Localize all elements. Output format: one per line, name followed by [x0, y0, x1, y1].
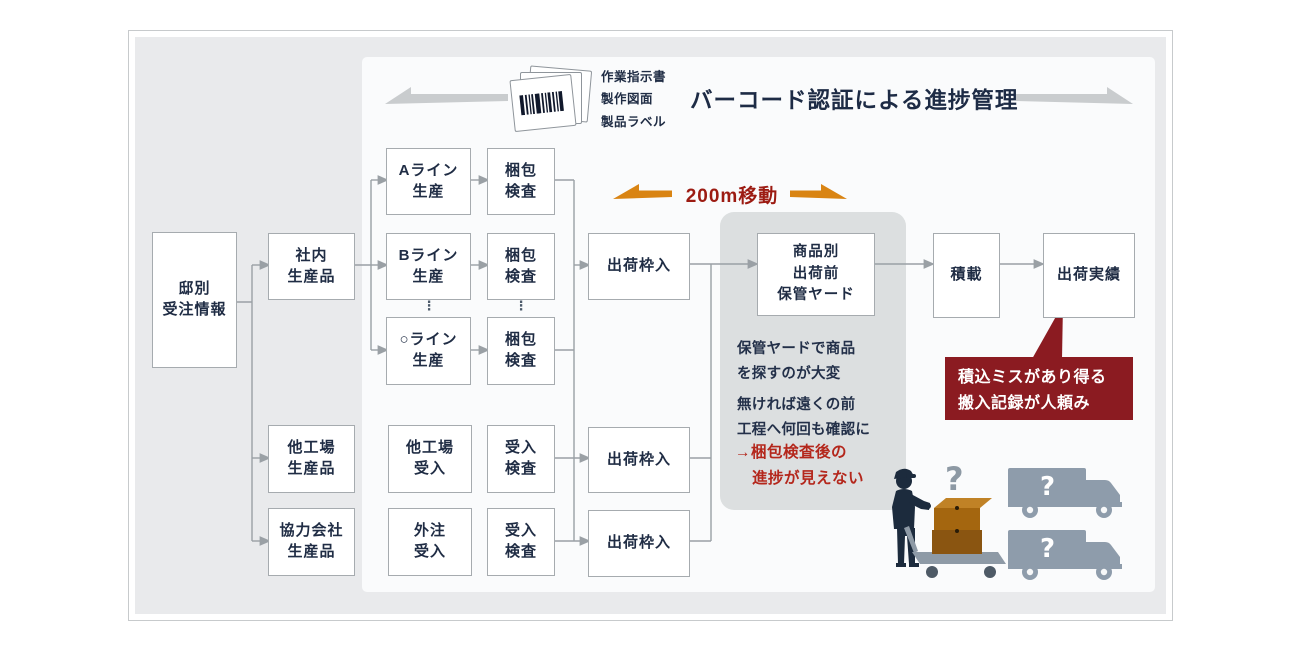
node-receiving-inspection-2: 受入 検査 [487, 508, 555, 576]
callout-line: 搬入記録が人頼み [958, 394, 1091, 412]
yard-problem-note: 保管ヤードで商品 を探すのが大変 無ければ遠くの前 工程へ何回も確認に [737, 337, 870, 443]
node-label: 検査 [504, 460, 537, 477]
wheel-hub [1100, 568, 1108, 576]
cart-wheel [926, 566, 938, 578]
node-label: 生産 [412, 352, 445, 369]
carton-top [934, 498, 992, 508]
node-label: 出荷枠入 [606, 450, 671, 468]
node-line-generic-production: ○ライン 生産 [386, 317, 471, 385]
node-label: 検査 [504, 182, 537, 200]
doc-label-line: 作業指示書 [601, 70, 667, 84]
node-order-info: 邸別 受注情報 [152, 232, 237, 368]
note-line: 工程へ何回も確認に [737, 422, 871, 438]
node-label: 商品別 [792, 243, 840, 260]
node-label: 他工場 [287, 439, 336, 457]
node-label: 保管ヤード [777, 287, 855, 304]
barcode-icon [519, 90, 564, 116]
node-label: 出荷枠入 [606, 257, 671, 275]
node-outsource-receiving: 外注 受入 [388, 508, 472, 576]
lines-ellipsis-icon: ⋮ [422, 298, 436, 313]
loading-mistake-callout: 積込ミスがあり得る 搬入記録が人頼み [945, 357, 1133, 420]
node-shipping-record: 出荷実績 [1043, 233, 1135, 318]
note-line: 無ければ遠くの前 [737, 397, 856, 413]
node-label: 出荷枠入 [606, 534, 671, 552]
node-label: 生産品 [287, 460, 336, 477]
note-line: 進捗が見えない [752, 470, 865, 487]
node-label: 受入 [504, 439, 537, 457]
node-label: 他工場 [405, 439, 454, 457]
node-packing-inspection-3: 梱包 検査 [487, 317, 555, 385]
node-label: 梱包 [504, 246, 537, 264]
node-label: 生産品 [287, 267, 336, 285]
node-label: Bライン [398, 246, 459, 264]
note-line: を探すのが大変 [737, 366, 841, 382]
note-line: →梱包検査後の [735, 444, 848, 461]
page-title: バーコード認証による進捗管理 [690, 88, 1019, 113]
node-line-b-production: Bライン 生産 [386, 233, 471, 300]
wheel-hub [1026, 506, 1034, 514]
cart-platform [912, 552, 1006, 564]
node-packing-inspection-2: 梱包 検査 [487, 233, 555, 300]
node-shipping-frame-1: 出荷枠入 [588, 233, 690, 300]
node-label: 出荷前 [792, 265, 840, 282]
unknown-truck-question-icon: ? [1040, 472, 1056, 502]
unknown-cargo-question-icon: ? [945, 460, 964, 498]
node-label: 受入 [413, 460, 446, 477]
wheel-hub [1026, 568, 1034, 576]
node-storage-yard: 商品別 出荷前 保管ヤード [757, 233, 875, 316]
doc-label-line: 製品ラベル [601, 114, 667, 129]
document-types-label: 作業指示書 製作図面 製品ラベル [601, 66, 666, 133]
wheel-hub [1100, 506, 1108, 514]
node-label: 梱包 [504, 331, 537, 349]
node-label: 邸別 [178, 280, 211, 298]
node-loading: 積載 [933, 233, 1000, 318]
node-shipping-frame-2: 出荷枠入 [588, 427, 690, 493]
node-receiving-inspection-1: 受入 検査 [487, 425, 555, 493]
cart-with-boxes-illustration [904, 498, 1006, 578]
barcode-sheet-icon [509, 73, 577, 133]
note-line: 保管ヤードで商品 [737, 341, 856, 357]
node-label: 検査 [504, 543, 537, 560]
node-label: 生産 [412, 182, 445, 200]
packing-ellipsis-icon: ⋮ [514, 298, 528, 313]
node-partner-product: 協力会社 生産品 [268, 508, 355, 576]
node-label: ○ライン [399, 331, 458, 349]
node-other-factory-receiving: 他工場 受入 [388, 425, 472, 493]
barcode-documents-icon [509, 65, 594, 140]
node-label: 検査 [504, 267, 537, 285]
node-label: 出荷実績 [1056, 266, 1121, 284]
carton-box [934, 508, 980, 530]
node-label: 生産 [412, 267, 445, 285]
node-label: 協力会社 [279, 522, 344, 540]
node-shipping-frame-3: 出荷枠入 [588, 510, 690, 577]
unknown-truck-question-icon: ? [1040, 534, 1056, 564]
cart-handle [904, 526, 918, 553]
doc-label-line: 製作図面 [601, 92, 654, 107]
carton-box [932, 530, 982, 554]
carton-tape [955, 529, 959, 533]
node-label: 社内 [295, 246, 328, 264]
node-label: 受入 [413, 543, 446, 560]
truck-2-illustration [1008, 530, 1122, 580]
cart-wheel [984, 566, 996, 578]
node-inhouse-product: 社内 生産品 [268, 233, 355, 300]
node-line-a-production: Aライン 生産 [386, 148, 471, 215]
node-label: Aライン [398, 161, 459, 179]
truck-1-illustration [1008, 468, 1122, 518]
node-label: 検査 [504, 352, 537, 369]
callout-line: 積込ミスがあり得る [958, 369, 1107, 386]
progress-invisible-note: →梱包検査後の 進捗が見えない [735, 440, 864, 492]
carton-tape [955, 506, 959, 510]
node-other-factory-product: 他工場 生産品 [268, 425, 355, 493]
node-label: 受注情報 [162, 301, 227, 318]
node-packing-inspection-1: 梱包 検査 [487, 148, 555, 215]
node-label: 梱包 [504, 161, 537, 179]
node-label: 生産品 [287, 543, 336, 560]
node-label: 外注 [413, 522, 446, 540]
node-label: 受入 [504, 522, 537, 540]
node-label: 積載 [950, 266, 983, 284]
distance-label: 200m移動 [685, 186, 779, 207]
